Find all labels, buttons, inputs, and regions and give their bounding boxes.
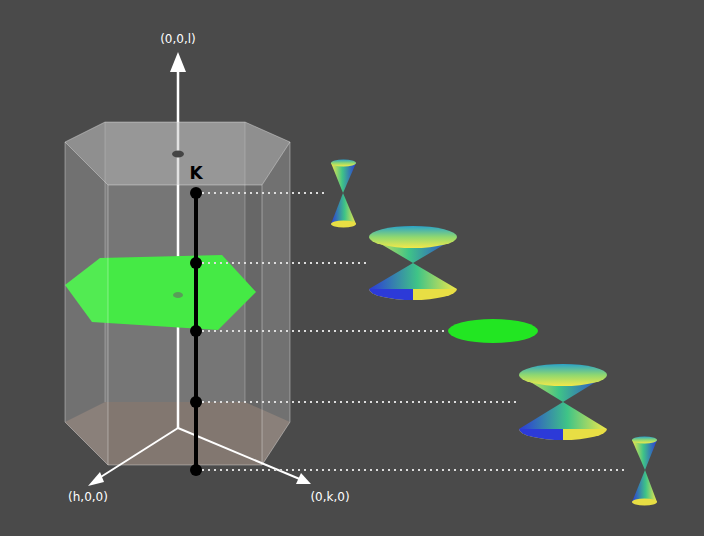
dirac-cone	[632, 437, 657, 506]
side-face	[262, 142, 290, 465]
dirac-cone	[331, 160, 356, 228]
dirac-cone	[519, 364, 607, 440]
top-face	[65, 122, 290, 185]
flat-band-disc	[448, 319, 538, 343]
axis-label: (0,k,0)	[310, 490, 349, 504]
arrowhead	[296, 473, 311, 484]
zone-center	[172, 151, 184, 158]
point-label: K	[189, 164, 202, 182]
k-point	[190, 187, 202, 476]
side-face	[65, 142, 108, 465]
axis-label: (0,0,l)	[160, 32, 196, 46]
arrowhead	[88, 472, 104, 486]
front-face	[108, 185, 262, 465]
dotted-leader	[202, 193, 628, 470]
dirac-cone	[369, 226, 457, 300]
axis-label: (h,0,0)	[68, 490, 108, 504]
arrowhead	[170, 52, 186, 72]
